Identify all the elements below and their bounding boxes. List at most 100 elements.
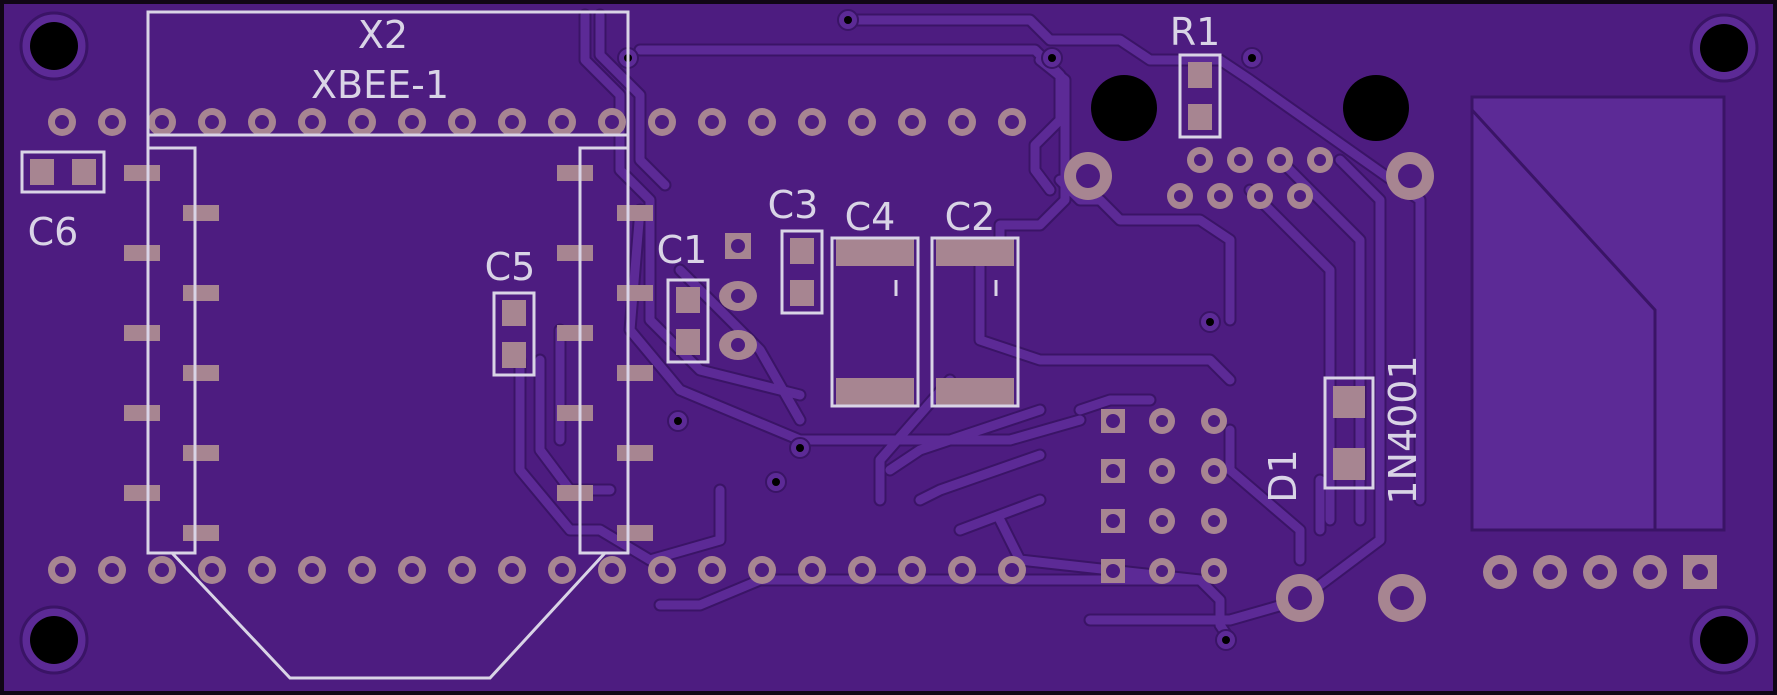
c1-label: C1 [657, 228, 708, 272]
vias [617, 9, 1263, 651]
right-header-pad-drill [1592, 564, 1608, 580]
via-drill [674, 417, 682, 425]
connector-pin-pad-drill [1234, 154, 1246, 166]
c3-pad [790, 280, 814, 306]
header-top-pad-drill [955, 115, 969, 129]
header-top-pad-drill [605, 115, 619, 129]
c5-pad [502, 300, 526, 326]
c3-outline [780, 229, 824, 315]
via-drill [772, 478, 780, 486]
c1-pad [676, 287, 700, 313]
smd-pads [30, 62, 1365, 541]
c6-label: C6 [28, 210, 79, 254]
regulator-pad-drill [731, 338, 745, 352]
header-top-pad-drill [855, 115, 869, 129]
x2-bottom-outline [170, 551, 607, 680]
header-bottom-pad-drill [405, 563, 419, 577]
connector-pin-pad-drill [1214, 190, 1226, 202]
mounting-hole [1700, 24, 1748, 72]
c1-outline [666, 278, 710, 364]
copper-pour-area [1470, 95, 1726, 532]
xbee-left-inner-pad [183, 205, 219, 221]
header-bottom-pad-drill [855, 563, 869, 577]
xbee-left-outer-pad [124, 245, 160, 261]
header-top-pad-drill [555, 115, 569, 129]
header-bottom-pad-drill [105, 563, 119, 577]
header-bottom-pad-drill [805, 563, 819, 577]
connector-pin-pad-drill [1294, 190, 1306, 202]
xbee-right-outer-pad [617, 365, 653, 381]
x2-outline [146, 10, 630, 135]
c1-pad [676, 329, 700, 355]
d1-outline [1323, 376, 1375, 490]
header-bottom-pad-drill [155, 563, 169, 577]
x2-ref-label: X2 [358, 13, 408, 57]
grid-header-pad-square-drill [1106, 414, 1120, 428]
header-top-pad-drill [755, 115, 769, 129]
grid-header-pad-drill [1156, 465, 1168, 477]
header-bottom-pad-drill [55, 563, 69, 577]
right-header-pad-square-drill [1692, 564, 1708, 580]
header-bottom-pad-drill [955, 563, 969, 577]
header-bottom-pad-drill [455, 563, 469, 577]
grid-header-pad-drill [1156, 565, 1168, 577]
connector-pin-pad-drill [1194, 154, 1206, 166]
xbee-right-inner-pad [557, 405, 593, 421]
connector-pin-pad-drill [1274, 154, 1286, 166]
grid-header-pad-drill [1156, 415, 1168, 427]
header-top-pad-drill [805, 115, 819, 129]
via-drill [796, 444, 804, 452]
header-bottom-pad-drill [905, 563, 919, 577]
right-header-pad-drill [1642, 564, 1658, 580]
connector-mount-pad-drill [1398, 164, 1422, 188]
d1-value-label: 1N4001 [1381, 355, 1425, 504]
regulator-pad-drill [731, 289, 745, 303]
header-bottom-pad-drill [255, 563, 269, 577]
header-bottom-pad-drill [705, 563, 719, 577]
header-top-pad-drill [305, 115, 319, 129]
c2-pad [936, 238, 1014, 266]
grid-header-pad-drill [1208, 415, 1220, 427]
c2-label: C2 [945, 195, 996, 239]
c6-pad [72, 159, 96, 185]
regulator-pad-square-drill [731, 239, 745, 253]
connector-pin-pad-drill [1254, 190, 1266, 202]
c5-outline [492, 291, 536, 377]
connector-mount-pad-drill [1288, 586, 1312, 610]
grid-header-pad-drill [1208, 465, 1220, 477]
c4-pad [836, 378, 914, 406]
header-top-pad-drill [55, 115, 69, 129]
r1-label: R1 [1170, 10, 1221, 54]
c3-label: C3 [768, 183, 819, 227]
xbee-right-inner-pad [557, 325, 593, 341]
grid-header-pad-square-drill [1106, 564, 1120, 578]
d1-pad [1333, 448, 1365, 480]
header-top-pad-drill [705, 115, 719, 129]
header-top-pad-drill [905, 115, 919, 129]
mounting-hole [30, 22, 78, 70]
r1-pad [1188, 62, 1212, 88]
c2-outline [930, 236, 1020, 408]
xbee-left-outer-pad [124, 485, 160, 501]
connector-hole [1091, 75, 1157, 141]
header-top-pad-drill [255, 115, 269, 129]
via-drill [1222, 636, 1230, 644]
via-drill [1206, 318, 1214, 326]
via-drill [1048, 54, 1056, 62]
grid-header-pad-square-drill [1106, 514, 1120, 528]
x2-right-bracket [578, 135, 630, 555]
silkscreen [20, 10, 1375, 680]
grid-header-pad-drill [1208, 565, 1220, 577]
copper-pour-edge [1470, 108, 1657, 530]
connector-pin-pad-drill [1314, 154, 1326, 166]
right-header-pad-drill [1542, 564, 1558, 580]
xbee-right-inner-pad [557, 245, 593, 261]
xbee-left-inner-pad [183, 525, 219, 541]
header-top-pad-drill [205, 115, 219, 129]
header-bottom-pad-drill [555, 563, 569, 577]
c6-outline [20, 150, 106, 194]
grid-header-pad-drill [1156, 515, 1168, 527]
c4-label: C4 [845, 195, 896, 239]
via-drill [844, 16, 852, 24]
c5-pad [502, 342, 526, 368]
